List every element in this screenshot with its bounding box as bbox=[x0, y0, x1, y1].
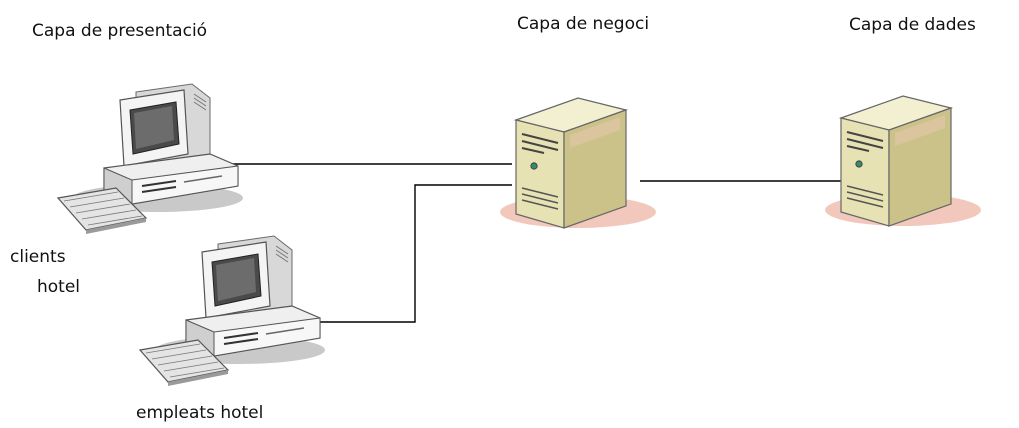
presentation-layer-title: Capa de presentació bbox=[32, 21, 208, 41]
desktop-computer-icon bbox=[139, 235, 326, 387]
tower-server-icon bbox=[824, 95, 982, 227]
data-layer-title: Capa de dades bbox=[849, 15, 976, 35]
connector-lines bbox=[230, 163, 842, 323]
desktop-computer-icon bbox=[57, 83, 244, 235]
tower-server-icon bbox=[499, 97, 657, 229]
employees-hotel-label: empleats hotel bbox=[136, 403, 264, 423]
employee-to-business-line bbox=[308, 184, 512, 323]
clients-hotel-label-line2: hotel bbox=[37, 277, 81, 297]
business-layer-title: Capa de negoci bbox=[517, 14, 650, 34]
clients-hotel-label-line1: clients bbox=[10, 247, 66, 267]
